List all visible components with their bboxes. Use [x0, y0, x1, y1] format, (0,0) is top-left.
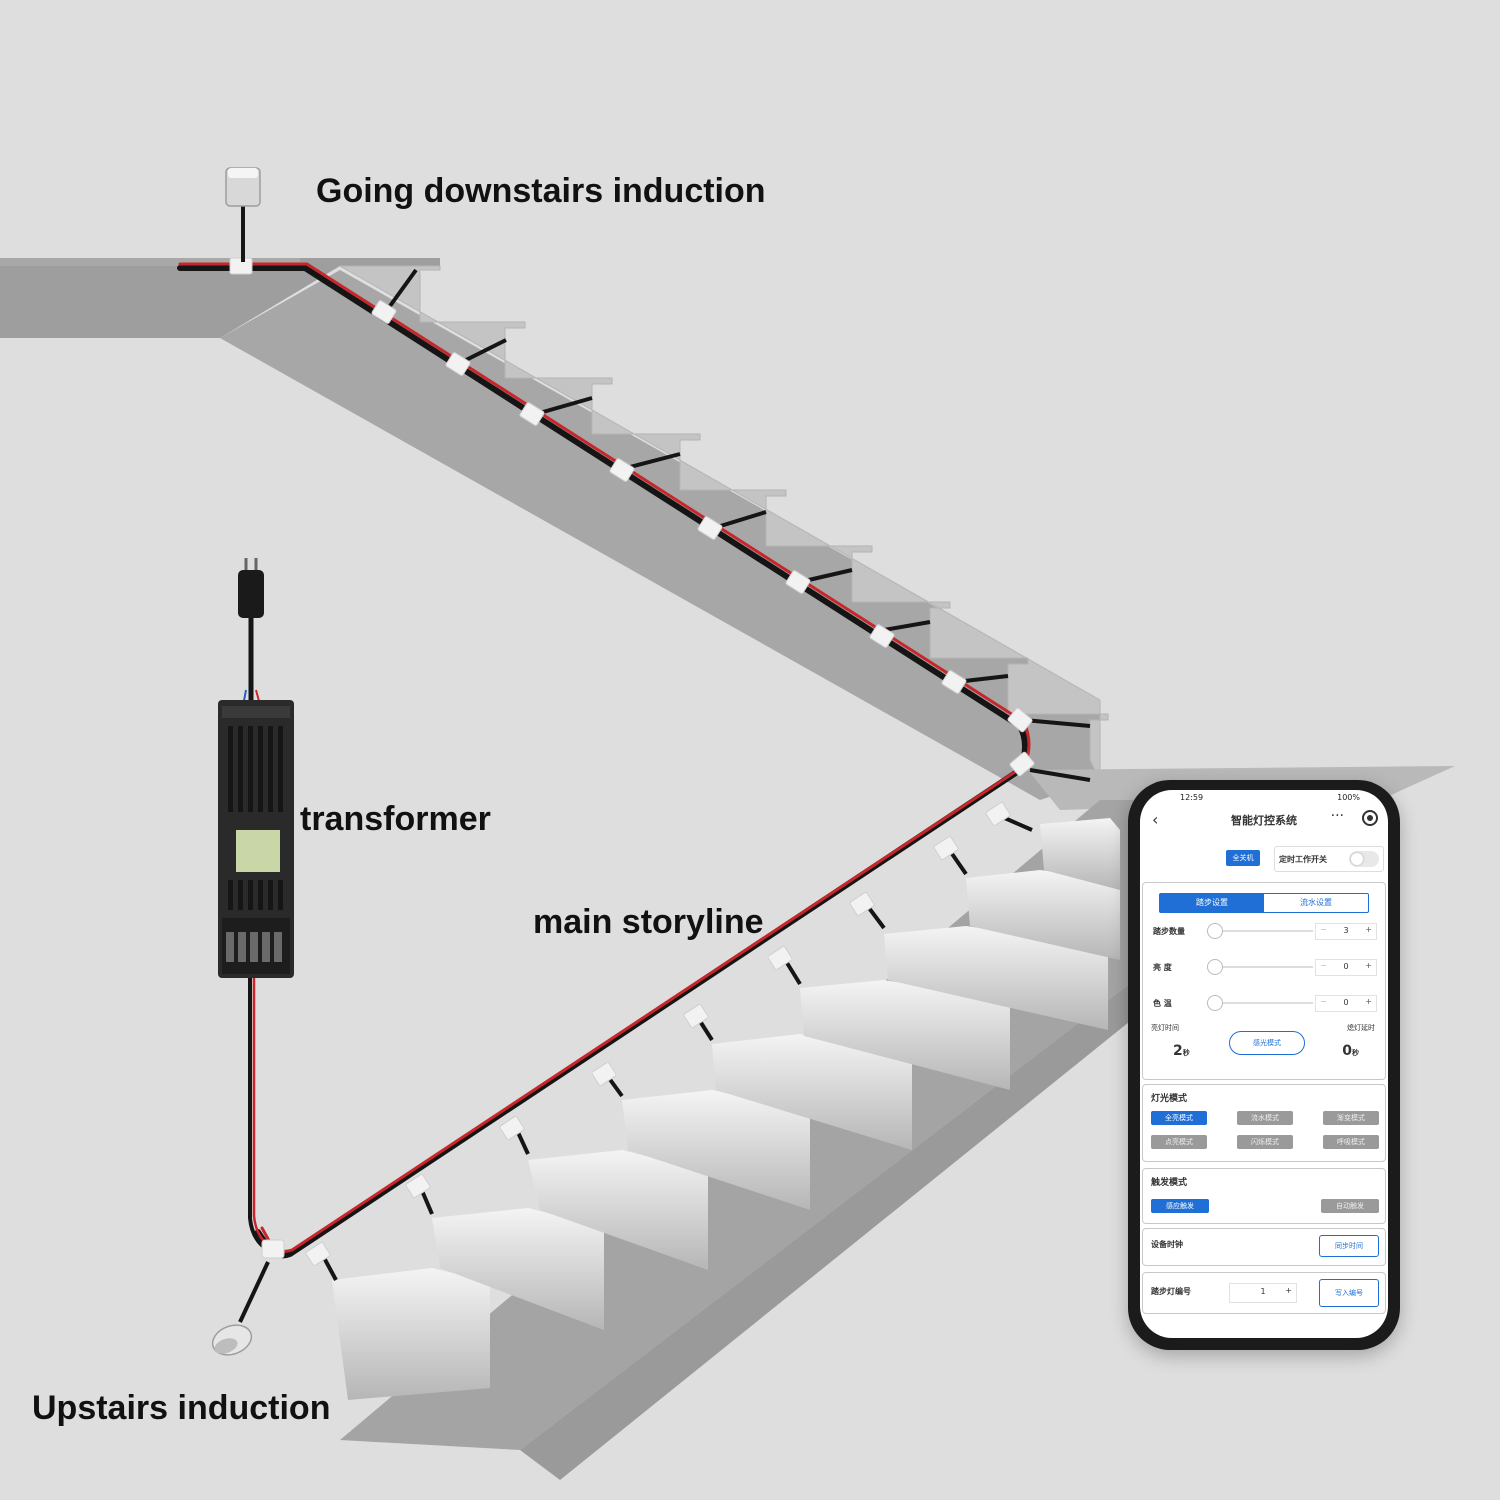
light-on-time-label: 亮灯时间 — [1151, 1024, 1179, 1032]
timer-toggle[interactable] — [1349, 851, 1379, 867]
write-number-button[interactable]: 写入编号 — [1319, 1279, 1379, 1307]
slider-knob[interactable] — [1207, 923, 1223, 939]
more-icon[interactable]: ··· — [1330, 808, 1344, 824]
slider-knob[interactable] — [1207, 995, 1223, 1011]
trigger-mode-button[interactable]: 自动触发 — [1321, 1199, 1379, 1213]
slider-row-color-temp: 色 温 − 0 + — [1153, 995, 1377, 1012]
power-plug — [238, 558, 264, 713]
device-clock-label: 设备时钟 — [1151, 1240, 1183, 1249]
step-settings-card: 踏步设置 流水设置 踏步数量 − 3 + 亮 度 − 0 — [1142, 882, 1386, 1080]
stepper-value: 3 — [1343, 926, 1349, 935]
timer-switch-row: 定时工作开关 — [1274, 846, 1384, 872]
upstairs-sensor — [211, 1261, 270, 1356]
light-mode-button[interactable]: 呼吸模式 — [1323, 1135, 1379, 1149]
slider-track[interactable] — [1213, 930, 1313, 932]
upstairs-induction-label: Upstairs induction — [32, 1389, 331, 1427]
plus-icon[interactable]: + — [1365, 997, 1372, 1006]
light-mode-title: 灯光模式 — [1151, 1094, 1188, 1104]
settings-tabs: 踏步设置 流水设置 — [1159, 893, 1369, 913]
light-off-delay-value: 0秒 — [1342, 1043, 1359, 1059]
slider-label: 亮 度 — [1153, 963, 1172, 972]
trigger-mode-button[interactable]: 感应触发 — [1151, 1199, 1209, 1213]
slider-row-brightness: 亮 度 − 0 + — [1153, 959, 1377, 976]
sync-time-button[interactable]: 同步时间 — [1319, 1235, 1379, 1257]
plus-icon[interactable]: + — [1285, 1286, 1292, 1295]
lower-flight-steps — [332, 818, 1120, 1400]
wire-connectors — [229, 257, 1035, 1266]
tab-step-settings[interactable]: 踏步设置 — [1160, 894, 1264, 912]
value-stepper: − 0 + — [1315, 959, 1377, 976]
light-mode-button[interactable]: 全亮模式 — [1151, 1111, 1207, 1125]
all-off-button[interactable]: 全关机 — [1226, 850, 1260, 866]
device-clock-card: 设备时钟 同步时间 — [1142, 1228, 1386, 1266]
light-off-delay-label: 熄灯延时 — [1347, 1024, 1375, 1032]
stepper-value: 0 — [1343, 962, 1349, 971]
upper-flight-steps — [338, 265, 1109, 781]
stepper-value: 0 — [1343, 998, 1349, 1007]
minus-icon[interactable]: − — [1320, 997, 1327, 1006]
value-stepper: − 3 + — [1315, 923, 1377, 940]
status-battery: 100% — [1337, 793, 1360, 802]
upper-floor-slab — [0, 258, 440, 338]
tab-flow-settings[interactable]: 流水设置 — [1300, 898, 1332, 907]
slider-knob[interactable] — [1207, 959, 1223, 975]
phone-screen: 12:59 100% ‹ 智能灯控系统 ··· 全关机 定时工作开关 踏步设置 … — [1140, 790, 1388, 1338]
downstairs-induction-label: Going downstairs induction — [316, 172, 766, 210]
slider-row-step-count: 踏步数量 − 3 + — [1153, 923, 1377, 940]
slider-track[interactable] — [1213, 966, 1313, 968]
transformer-unit — [218, 700, 294, 978]
light-on-time-value: 2秒 — [1173, 1043, 1190, 1059]
step-number-label: 踏步灯编号 — [1151, 1287, 1191, 1296]
sense-mode-button[interactable]: 感光模式 — [1229, 1031, 1305, 1055]
minus-icon[interactable]: − — [1320, 961, 1327, 970]
main-storyline-label: main storyline — [533, 903, 764, 941]
light-mode-button[interactable]: 闪烁模式 — [1237, 1135, 1293, 1149]
timer-switch-label: 定时工作开关 — [1279, 855, 1327, 864]
value-stepper: − 0 + — [1315, 995, 1377, 1012]
plus-icon[interactable]: + — [1365, 925, 1372, 934]
app-title: 智能灯控系统 — [1231, 814, 1297, 827]
chevron-left-icon[interactable]: ‹ — [1152, 810, 1159, 829]
slider-track[interactable] — [1213, 1002, 1313, 1004]
upper-flight-stringer — [220, 270, 1100, 800]
downstairs-sensor — [225, 167, 261, 262]
minus-icon[interactable]: − — [1320, 925, 1327, 934]
light-mode-button[interactable]: 渐变模式 — [1323, 1111, 1379, 1125]
transformer-label: transformer — [300, 800, 491, 838]
light-mode-button[interactable]: 点亮模式 — [1151, 1135, 1207, 1149]
transformer-output-cable — [248, 978, 273, 1252]
trigger-mode-card: 触发模式 感应触发 自动触发 — [1142, 1168, 1386, 1224]
light-mode-card: 灯光模式 全亮模式 流水模式 渐变模式 点亮模式 闪烁模式 呼吸模式 — [1142, 1084, 1386, 1162]
slider-label: 踏步数量 — [1153, 927, 1185, 936]
trigger-mode-title: 触发模式 — [1151, 1178, 1188, 1188]
slider-label: 色 温 — [1153, 999, 1172, 1008]
plus-icon[interactable]: + — [1365, 961, 1372, 970]
status-time: 12:59 — [1180, 793, 1204, 802]
target-icon[interactable] — [1362, 810, 1378, 826]
smartphone: 12:59 100% ‹ 智能灯控系统 ··· 全关机 定时工作开关 踏步设置 … — [1128, 780, 1400, 1350]
stepper-value: 1 — [1260, 1287, 1266, 1296]
app-header: ‹ 智能灯控系统 ··· — [1140, 808, 1388, 832]
step-number-card: 踏步灯编号 1 + 写入编号 — [1142, 1272, 1386, 1314]
step-number-stepper: 1 + — [1229, 1283, 1297, 1303]
light-mode-button[interactable]: 流水模式 — [1237, 1111, 1293, 1125]
